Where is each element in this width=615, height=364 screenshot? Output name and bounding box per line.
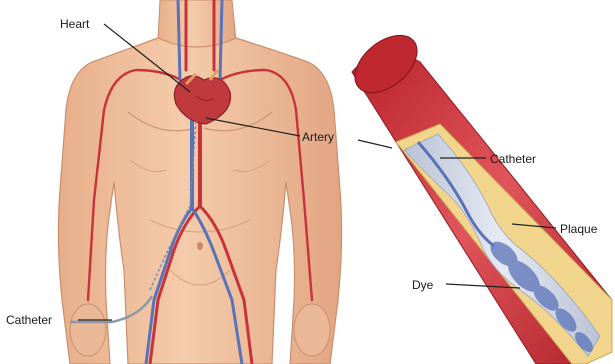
label-heart: Heart <box>60 17 90 31</box>
label-catheter-body: Catheter <box>6 313 52 327</box>
label-catheter-vessel: Catheter <box>490 152 536 166</box>
label-artery: Artery <box>302 130 334 144</box>
human-torso-figure <box>58 0 341 364</box>
artery-cutaway <box>344 24 612 364</box>
label-dye: Dye <box>412 278 434 292</box>
left-hand <box>70 304 106 356</box>
right-hand <box>294 304 330 356</box>
navel <box>197 242 203 250</box>
leader-artery-vessel <box>358 140 392 148</box>
label-plaque: Plaque <box>560 222 598 236</box>
